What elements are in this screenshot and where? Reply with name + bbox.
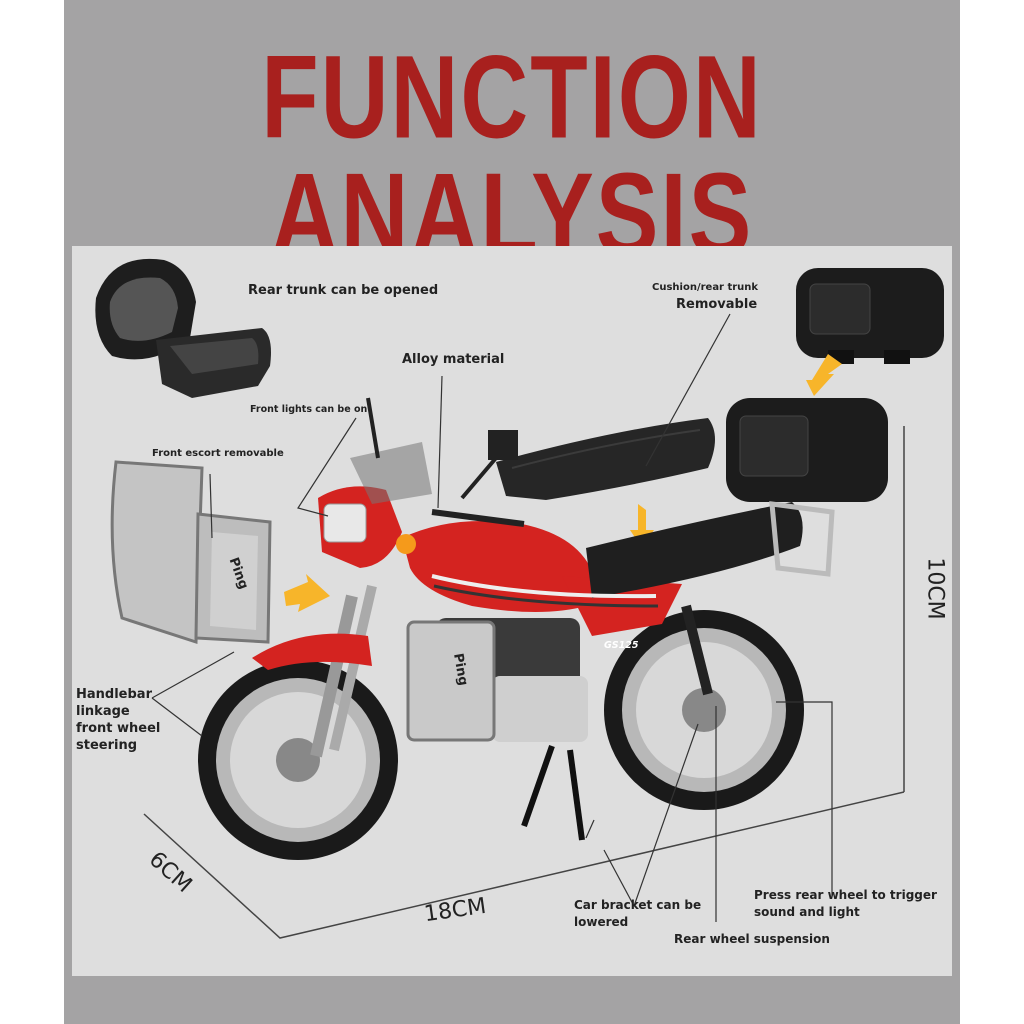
- callout-cushion-trunk: Cushion/rear trunk: [652, 282, 759, 293]
- press-line: Press rear wheel to trigger: [754, 888, 937, 902]
- handlebar-line: front wheel: [76, 721, 161, 736]
- handlebar-line: linkage: [76, 704, 130, 719]
- leader-lines: [151, 313, 833, 922]
- callout-press-rear-wheel: Press rear wheel to trigger sound and li…: [754, 887, 937, 921]
- callout-car-bracket: Car bracket can be lowered: [574, 897, 701, 931]
- front-guard-illustration: [110, 460, 272, 645]
- callout-removable: Removable: [676, 297, 758, 312]
- seat-cushion-illustration: [496, 418, 715, 500]
- dimension-height: 10CM: [922, 557, 948, 620]
- handlebar-line: Handlebar: [76, 687, 152, 702]
- bracket-line: lowered: [574, 915, 629, 929]
- handlebar-line: steering: [76, 738, 138, 753]
- callout-alloy-material: Alloy material: [402, 352, 505, 367]
- dimension-lines: [143, 426, 905, 939]
- bracket-line: Car bracket can be: [574, 898, 702, 912]
- product-frame: FUNCTION ANALYSIS: [64, 0, 960, 1024]
- callout-front-lights: Front lights can be on: [250, 404, 368, 415]
- callout-handlebar: Handlebar linkage front wheel steering: [76, 686, 160, 754]
- callout-rear-suspension: Rear wheel suspension: [674, 932, 830, 946]
- tank-decal: GS125: [604, 640, 639, 651]
- illustration-panel: Rear trunk can be opened Alloy material …: [72, 246, 952, 976]
- press-line: sound and light: [754, 905, 860, 919]
- callout-front-escort: Front escort removable: [152, 448, 284, 459]
- page-title: FUNCTION ANALYSIS: [261, 31, 763, 280]
- mounted-trunk-illustration: [726, 398, 888, 502]
- open-trunk-illustration: [95, 258, 271, 398]
- motorcycle-illustration: [95, 258, 944, 939]
- callout-rear-trunk: Rear trunk can be opened: [248, 283, 439, 298]
- removable-trunk-illustration: [796, 268, 944, 364]
- motorcycle-body: [198, 397, 835, 860]
